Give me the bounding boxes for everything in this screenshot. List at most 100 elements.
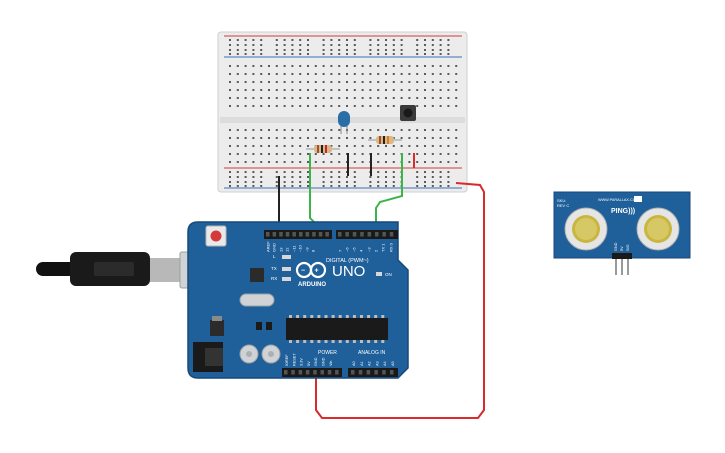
tie-point-hole bbox=[353, 145, 356, 147]
rail-hole bbox=[244, 181, 247, 183]
rail-hole bbox=[322, 49, 325, 51]
rail-hole bbox=[447, 53, 450, 55]
tie-point-hole bbox=[322, 89, 325, 91]
tie-point-hole bbox=[307, 129, 309, 131]
tie-point-hole bbox=[338, 73, 341, 75]
header-pin-hole[interactable] bbox=[266, 232, 270, 237]
header-pin-hole[interactable] bbox=[313, 370, 317, 375]
wire-green-button[interactable] bbox=[375, 153, 403, 236]
led-l bbox=[282, 255, 291, 259]
header-pin-hole[interactable] bbox=[345, 232, 349, 237]
pushbutton[interactable] bbox=[400, 105, 416, 121]
power-pin-label: IOREF bbox=[285, 354, 289, 366]
header-pin-hole[interactable] bbox=[374, 370, 378, 375]
tie-point-hole bbox=[424, 73, 426, 75]
header-pin-hole[interactable] bbox=[285, 232, 290, 237]
digital-header-pins[interactable] bbox=[266, 232, 394, 237]
tie-point-hole bbox=[283, 105, 286, 107]
header-pin-hole[interactable] bbox=[351, 370, 355, 375]
header-pin-hole[interactable] bbox=[360, 232, 364, 237]
header-pin-hole[interactable] bbox=[272, 232, 277, 237]
tie-point-hole bbox=[252, 105, 255, 107]
tie-point-hole bbox=[283, 129, 286, 131]
rail-hole bbox=[229, 49, 231, 51]
tie-point-hole bbox=[447, 81, 450, 83]
rail-hole bbox=[369, 181, 372, 183]
rail-hole bbox=[299, 44, 302, 46]
header-pin-hole[interactable] bbox=[299, 232, 303, 237]
tie-point-hole bbox=[314, 97, 317, 99]
header-pin-hole[interactable] bbox=[318, 232, 323, 237]
wire-red-5v[interactable] bbox=[315, 182, 485, 419]
led-on bbox=[376, 272, 382, 276]
resistor-2[interactable] bbox=[368, 136, 402, 144]
header-pin-hole[interactable] bbox=[325, 232, 329, 237]
logo-loop-right bbox=[309, 261, 327, 279]
header-pin-hole[interactable] bbox=[382, 370, 386, 375]
resistor-1[interactable] bbox=[306, 145, 340, 153]
header-pin-hole[interactable] bbox=[305, 370, 310, 375]
tie-point-hole bbox=[369, 97, 372, 99]
rail-hole bbox=[244, 171, 247, 173]
tie-point-hole bbox=[283, 153, 286, 155]
breadboard[interactable] bbox=[217, 31, 468, 193]
header-pin-hole[interactable] bbox=[382, 232, 386, 237]
rail-hole bbox=[439, 171, 442, 173]
tie-point-hole bbox=[244, 145, 247, 147]
tie-point-hole bbox=[346, 137, 348, 139]
bottom-header-pins[interactable] bbox=[284, 370, 394, 375]
tie-point-hole bbox=[377, 145, 380, 147]
tie-point-hole bbox=[416, 81, 419, 83]
tie-point-hole bbox=[439, 129, 442, 131]
header-pin-hole[interactable] bbox=[292, 232, 296, 237]
header-pin-hole[interactable] bbox=[305, 232, 310, 237]
header-pin-hole[interactable] bbox=[312, 232, 316, 237]
tie-point-hole bbox=[322, 65, 325, 67]
rail-hole bbox=[236, 44, 239, 46]
rail-hole bbox=[377, 49, 380, 51]
header-pin-hole[interactable] bbox=[375, 232, 379, 237]
capacitor-1-top bbox=[246, 351, 252, 357]
tie-point-hole bbox=[314, 89, 317, 91]
led[interactable] bbox=[338, 111, 350, 134]
header-pin-hole[interactable] bbox=[279, 232, 283, 237]
rail-hole bbox=[424, 53, 426, 55]
header-pin-hole[interactable] bbox=[320, 370, 325, 375]
tie-point-hole bbox=[236, 65, 239, 67]
rail-hole bbox=[385, 176, 387, 178]
tie-point-hole bbox=[236, 97, 239, 99]
rail-hole bbox=[291, 171, 294, 173]
header-pin-hole[interactable] bbox=[291, 370, 295, 375]
tie-point-hole bbox=[299, 129, 302, 131]
tie-point-hole bbox=[439, 97, 442, 99]
header-pin-hole[interactable] bbox=[352, 232, 357, 237]
header-pin-hole[interactable] bbox=[366, 370, 371, 375]
header-pin-hole[interactable] bbox=[298, 370, 303, 375]
header-pin-hole[interactable] bbox=[367, 232, 372, 237]
tie-point-hole bbox=[338, 65, 341, 67]
tie-point-hole bbox=[260, 97, 263, 99]
rail-hole bbox=[283, 53, 286, 55]
tie-point-hole bbox=[283, 89, 286, 91]
header-pin-hole[interactable] bbox=[390, 370, 394, 375]
tie-point-hole bbox=[447, 97, 450, 99]
tie-point-hole bbox=[260, 89, 263, 91]
header-pin-hole[interactable] bbox=[389, 232, 394, 237]
rail-hole bbox=[275, 44, 278, 46]
sensor-rev: REV C bbox=[557, 203, 569, 208]
tie-point-hole bbox=[455, 153, 458, 155]
led-rx bbox=[282, 277, 291, 281]
header-pin-hole[interactable] bbox=[327, 370, 332, 375]
header-pin-hole[interactable] bbox=[284, 370, 288, 375]
rail-hole bbox=[385, 44, 387, 46]
tie-point-hole bbox=[346, 81, 348, 83]
resistor-1-band bbox=[325, 145, 327, 153]
header-pin-hole[interactable] bbox=[338, 232, 342, 237]
header-pin-hole[interactable] bbox=[358, 370, 363, 375]
header-pin-hole[interactable] bbox=[335, 370, 339, 375]
analog-pin-label: A3 bbox=[375, 361, 379, 366]
rail-hole bbox=[353, 53, 356, 55]
